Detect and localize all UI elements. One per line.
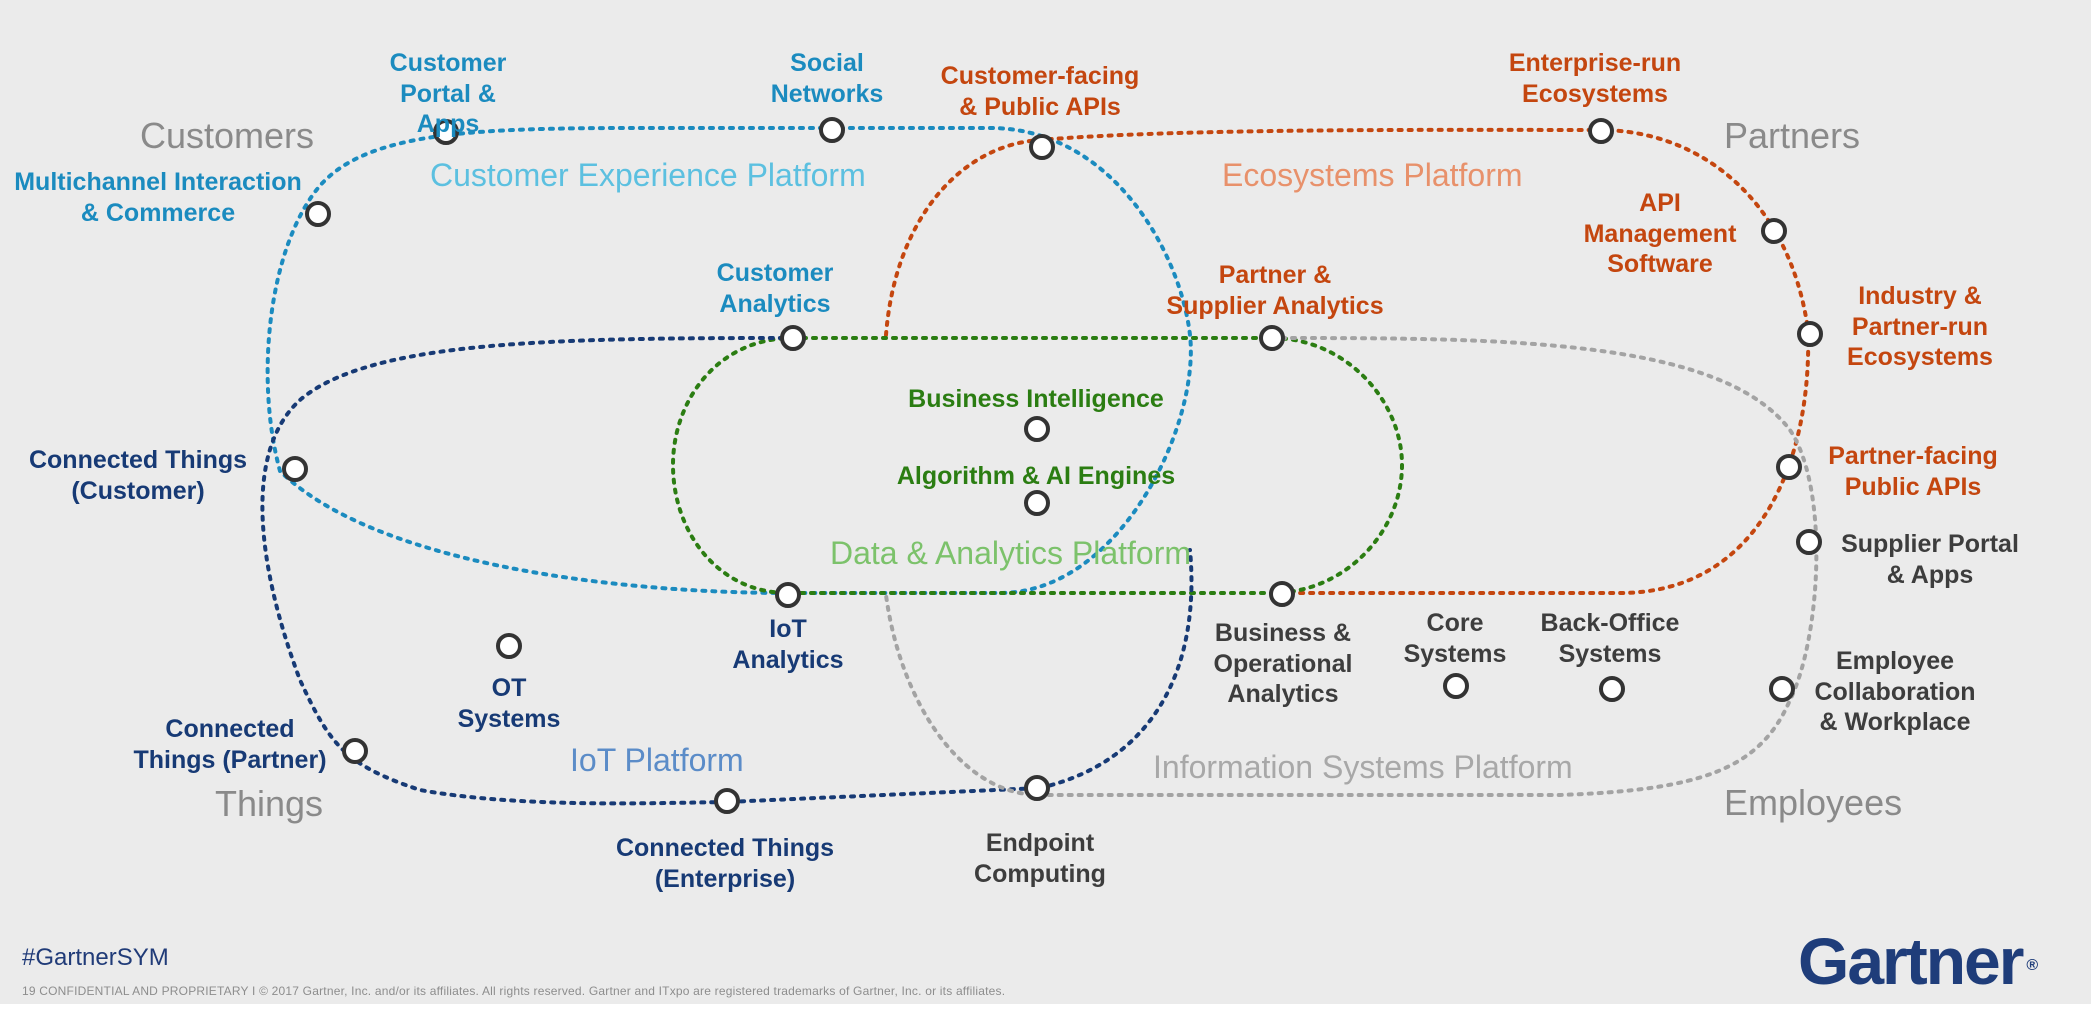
node-connected-things-customer	[282, 456, 308, 482]
footer-legal: 19 CONFIDENTIAL AND PROPRIETARY I © 2017…	[22, 984, 1006, 998]
stakeholder-things: Things	[215, 783, 324, 824]
label-connected-things-enterprise: Connected Things (Enterprise)	[615, 834, 835, 893]
node-customer-facing-apis	[1029, 134, 1055, 160]
label-iot-analytics: IoT Analytics	[732, 615, 844, 674]
node-core-systems	[1443, 673, 1469, 699]
node-employee-collaboration	[1769, 676, 1795, 702]
footer-hashtag: #GartnerSYM	[22, 944, 169, 971]
label-customer-facing-apis: Customer-facing & Public APIs	[940, 62, 1140, 121]
label-multichannel: Multichannel Interaction & Commerce	[14, 168, 302, 227]
node-back-office-systems	[1599, 676, 1625, 702]
stakeholder-employees: Employees	[1724, 782, 1903, 823]
node-industry-partner-ecosystems	[1797, 321, 1823, 347]
label-partner-supplier-analytics: Partner & Supplier Analytics	[1166, 261, 1384, 320]
node-customer-analytics	[780, 325, 806, 351]
node-connected-things-enterprise	[714, 788, 740, 814]
label-api-management: API Management Software	[1583, 189, 1737, 278]
gartner-logo: Gartner®	[1798, 928, 2038, 994]
label-partner-facing-apis: Partner-facing Public APIs	[1828, 442, 1998, 501]
label-customer-analytics: Customer Analytics	[716, 259, 834, 318]
stakeholder-partners: Partners	[1724, 115, 1861, 156]
node-enterprise-run-ecosystems	[1588, 118, 1614, 144]
information-systems-loop	[884, 336, 1819, 797]
label-back-office-systems: Back-Office Systems	[1540, 609, 1680, 668]
label-algorithm-ai: Algorithm & AI Engines	[896, 462, 1176, 490]
platform-title-data-analytics: Data & Analytics Platform	[830, 535, 1192, 571]
platform-diagram	[260, 117, 1823, 814]
node-connected-things-partner	[342, 738, 368, 764]
node-api-management	[1761, 218, 1787, 244]
node-multichannel	[305, 201, 331, 227]
gartner-logo-registered: ®	[2026, 957, 2039, 974]
node-algorithm-ai	[1024, 490, 1050, 516]
customer-experience-loop	[265, 125, 1193, 595]
label-customer-portal: Customer Portal & Apps	[389, 49, 507, 138]
node-business-intelligence	[1024, 416, 1050, 442]
slide-background: Customers Partners Things Employees Cust…	[0, 0, 2091, 1004]
platform-title-information-systems: Information Systems Platform	[1153, 749, 1573, 785]
platform-title-customer-experience: Customer Experience Platform	[430, 157, 866, 193]
label-core-systems: Core Systems	[1403, 609, 1507, 668]
gartner-logo-text: Gartner	[1798, 924, 2024, 998]
stakeholder-customers: Customers	[140, 115, 315, 156]
node-partner-facing-apis	[1776, 454, 1802, 480]
node-business-operational-analytics	[1269, 581, 1295, 607]
label-connected-things-customer: Connected Things (Customer)	[28, 446, 248, 505]
node-ot-systems	[496, 633, 522, 659]
platform-title-iot: IoT Platform	[570, 742, 744, 778]
iot-loop	[260, 336, 1194, 806]
label-supplier-portal: Supplier Portal & Apps	[1841, 530, 2019, 589]
node-endpoint-computing	[1024, 775, 1050, 801]
platform-title-ecosystems: Ecosystems Platform	[1222, 157, 1523, 193]
label-enterprise-run-ecosystems: Enterprise-run Ecosystems	[1508, 49, 1682, 108]
label-connected-things-partner: Connected Things (Partner)	[133, 715, 327, 774]
node-partner-supplier-analytics	[1259, 325, 1285, 351]
node-iot-analytics	[775, 582, 801, 608]
label-ot-systems: OT Systems	[457, 674, 561, 733]
node-customer-portal	[433, 119, 459, 145]
label-employee-collaboration: Employee Collaboration & Workplace	[1814, 647, 1976, 736]
label-business-operational-analytics: Business & Operational Analytics	[1213, 619, 1353, 708]
node-social-networks	[819, 117, 845, 143]
node-supplier-portal	[1796, 529, 1822, 555]
label-industry-partner-ecosystems: Industry & Partner-run Ecosystems	[1847, 282, 1993, 371]
label-social-networks: Social Networks	[770, 49, 884, 108]
label-business-intelligence: Business Intelligence	[908, 385, 1164, 413]
label-endpoint-computing: Endpoint Computing	[974, 829, 1106, 888]
